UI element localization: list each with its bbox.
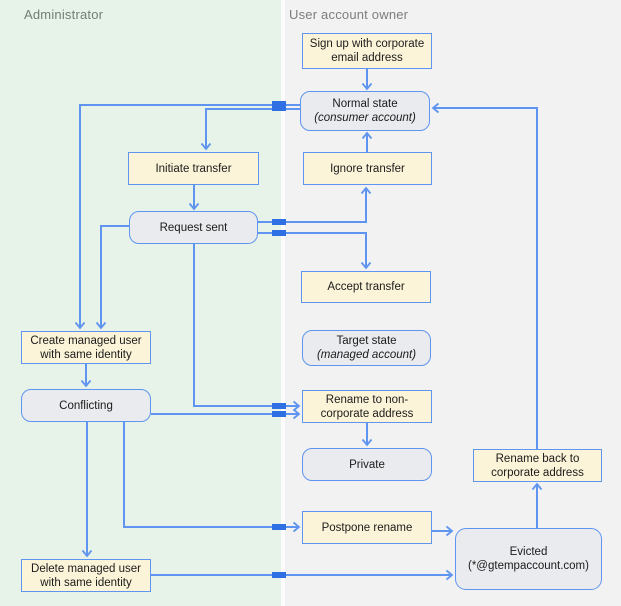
node-rename-to-non-corporate: Rename to non- corporate address	[302, 390, 432, 423]
node-label: Sign up with corporate	[309, 38, 425, 50]
lane-label-user-account-owner: User account owner	[289, 7, 409, 22]
node-evicted: Evicted (*@gtempaccount.com)	[455, 528, 602, 590]
lane-label-administrator: Administrator	[24, 7, 104, 22]
node-initiate-transfer: Initiate transfer	[128, 152, 259, 185]
node-accept-transfer: Accept transfer	[301, 271, 431, 303]
node-label: Accept transfer	[327, 281, 405, 293]
node-label: Normal state	[332, 98, 398, 110]
node-label: Evicted	[509, 546, 548, 558]
node-label: Postpone rename	[321, 521, 413, 534]
node-rename-back-to-corporate: Rename back to corporate address	[473, 449, 602, 482]
node-target-state: Target state (managed account)	[302, 330, 431, 366]
node-postpone-rename: Postpone rename	[302, 511, 432, 544]
node-label: Conflicting	[59, 399, 113, 412]
node-ignore-transfer: Ignore transfer	[303, 152, 432, 185]
node-sublabel: (*@gtempaccount.com)	[468, 560, 589, 572]
node-conflicting: Conflicting	[21, 389, 151, 422]
node-label: with same identity	[40, 348, 132, 361]
node-label: Create managed user	[30, 334, 142, 347]
node-label: Ignore transfer	[330, 162, 405, 175]
node-normal-state: Normal state (consumer account)	[300, 91, 430, 131]
node-label: Initiate transfer	[155, 162, 232, 175]
node-label: with same identity	[40, 576, 132, 589]
node-create-managed-user: Create managed user with same identity	[21, 331, 151, 364]
node-label: corporate address	[491, 466, 584, 479]
node-label: email address	[331, 52, 403, 64]
node-request-sent: Request sent	[129, 211, 258, 244]
node-label: Target state	[336, 335, 397, 347]
node-label: Rename to non-	[325, 393, 409, 406]
node-label: corporate address	[320, 407, 414, 420]
node-private: Private	[302, 448, 432, 481]
node-sublabel: (consumer account)	[314, 112, 416, 124]
lane-administrator	[0, 0, 281, 606]
node-label: Rename back to	[495, 452, 580, 465]
node-label: Request sent	[159, 221, 228, 234]
node-sublabel: (managed account)	[316, 349, 417, 361]
node-delete-managed-user: Delete managed user with same identity	[21, 559, 151, 592]
node-label: Private	[349, 458, 385, 471]
node-label: Delete managed user	[31, 562, 141, 575]
node-sign-up-with-corporate-email: Sign up with corporate email address	[302, 33, 432, 69]
